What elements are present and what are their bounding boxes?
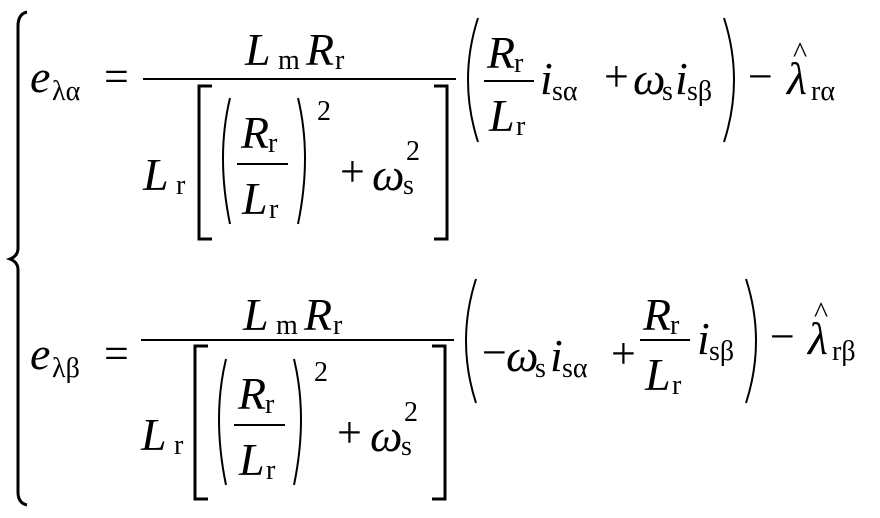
eq1-fraction-line — [143, 78, 456, 80]
eq2-i1-sub: sα — [562, 353, 588, 384]
eq1-equals: = — [104, 52, 129, 101]
eq1-i1-sub: sα — [552, 76, 578, 107]
eq2-left-paren-icon — [465, 278, 477, 404]
eq1-den-L: L — [143, 149, 169, 200]
eq1-left-paren-icon — [467, 17, 479, 143]
eq2-inner-fraction-line — [234, 424, 285, 426]
eq1-num-R: R — [306, 24, 335, 75]
eq2-lhs-e: e — [30, 328, 51, 379]
eq2-omega: ω — [506, 330, 539, 381]
eq1-i1: i — [540, 53, 553, 104]
eq1-paren-R-sub: r — [514, 48, 524, 79]
eq1-paren-L-sub: r — [516, 111, 526, 142]
eq2-inner-right-paren-icon — [293, 358, 302, 486]
eq2-left-bracket-icon — [193, 344, 208, 501]
eq2-i2: i — [697, 313, 710, 364]
eq1-left-bracket-icon — [197, 84, 212, 241]
eq2-den-omega-sub: s — [401, 431, 412, 462]
eq2-equals: = — [104, 329, 129, 378]
eq1-lhs-e: e — [30, 51, 51, 102]
eq1-den-omega-sub: s — [403, 170, 414, 201]
eq2-minus: − — [770, 312, 795, 361]
eq2-den-plus: + — [337, 408, 362, 457]
eq1-inner-R: R — [241, 107, 270, 158]
eq2-inner-R-sub: r — [265, 389, 275, 420]
eq2-inner-L: L — [239, 434, 265, 485]
eq2-i2-sub: sβ — [709, 336, 735, 367]
eq2-paren-fraction-line — [640, 339, 690, 341]
eq2-right-bracket-icon — [432, 344, 447, 501]
eq2-num-R: R — [304, 289, 333, 340]
eq1-inner-fraction-line — [237, 163, 288, 165]
eq2-den-omega-exp: 2 — [404, 397, 418, 428]
eq1-lambda: λ — [787, 53, 807, 104]
eq2-den-omega: ω — [370, 410, 403, 461]
eq1-i2-sub: sβ — [687, 76, 713, 107]
eq2-lambda-sub: rβ — [832, 336, 856, 367]
eq1-lambda-hat: ^ — [793, 36, 808, 69]
eq1-den-omega-exp: 2 — [406, 136, 420, 167]
eq1-paren-L: L — [489, 90, 515, 141]
eq2-lhs-sub: λβ — [52, 353, 80, 384]
eq1-right-bracket-icon — [434, 84, 449, 241]
eq1-i2: i — [675, 53, 688, 104]
eq2-num-L-sub: m — [276, 310, 298, 341]
eq1-paren-plus: + — [604, 52, 629, 101]
eq2-paren-L: L — [645, 349, 671, 400]
eq2-lambda: λ — [808, 313, 828, 364]
eq1-inner-left-paren-icon — [222, 97, 231, 225]
eq1-exp: 2 — [317, 96, 331, 127]
eq1-inner-R-sub: r — [268, 128, 278, 159]
eq1-inner-L: L — [242, 173, 268, 224]
eq2-num-R-sub: r — [333, 310, 343, 341]
eq2-paren-L-sub: r — [672, 370, 682, 401]
eq1-den-L-sub: r — [176, 170, 186, 201]
eq2-paren-R-sub: r — [670, 310, 680, 341]
eq2-paren-plus: + — [611, 329, 636, 378]
eq1-paren-fraction-line — [484, 80, 534, 82]
eq1-den-omega: ω — [372, 149, 405, 200]
eq1-num-R-sub: r — [335, 45, 345, 76]
eq1-lhs-sub: λα — [52, 76, 81, 107]
eq2-inner-R: R — [238, 368, 267, 419]
eq2-num-L: L — [243, 289, 269, 340]
eq2-fraction-line — [141, 339, 454, 341]
eq1-num-L: L — [245, 24, 271, 75]
eq2-den-L: L — [141, 409, 167, 460]
eq1-inner-L-sub: r — [269, 194, 279, 225]
eq1-num-L-sub: m — [278, 45, 300, 76]
eq1-omega-sub: s — [662, 76, 673, 107]
eq1-inner-right-paren-icon — [297, 97, 306, 225]
eq1-lambda-sub: rα — [811, 76, 835, 107]
eq2-den-L-sub: r — [174, 430, 184, 461]
eq2-lambda-hat: ^ — [814, 296, 829, 329]
eq1-minus: − — [748, 52, 773, 101]
eq1-paren-R: R — [487, 27, 516, 78]
eq2-omega-sub: s — [535, 353, 546, 384]
eq2-paren-R: R — [643, 289, 672, 340]
eq2-right-paren-icon — [745, 278, 757, 404]
eq2-exp: 2 — [314, 357, 328, 388]
eq2-inner-left-paren-icon — [218, 358, 227, 486]
eq2-paren-neg: − — [482, 328, 507, 377]
eq1-den-plus: + — [340, 147, 365, 196]
eq1-right-paren-icon — [723, 17, 735, 143]
eq2-inner-L-sub: r — [266, 455, 276, 486]
eq1-omega: ω — [633, 53, 666, 104]
eq2-i1: i — [550, 330, 563, 381]
